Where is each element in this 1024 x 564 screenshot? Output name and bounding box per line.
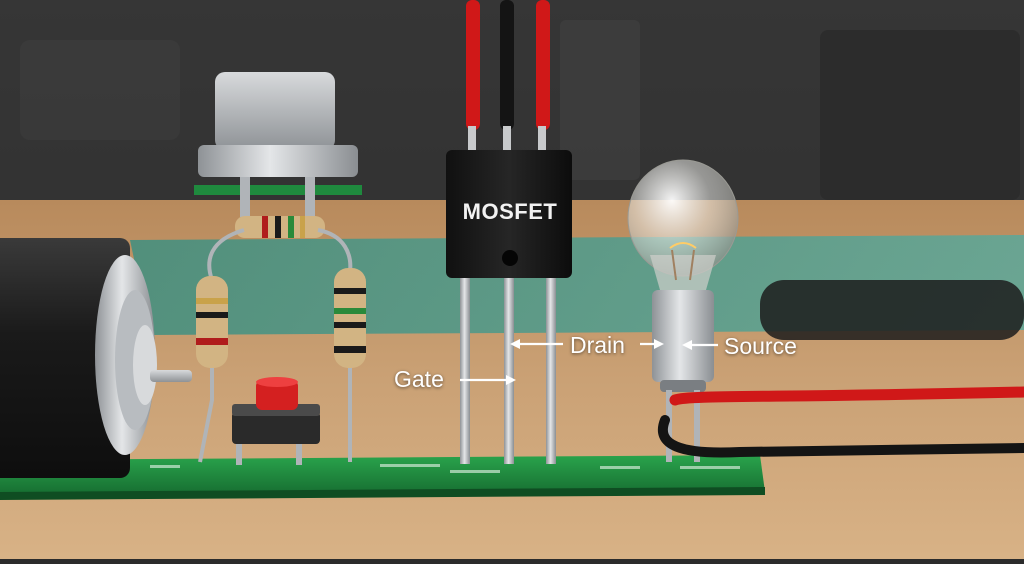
resistor-horizontal bbox=[235, 216, 325, 238]
annotation-arrows bbox=[460, 339, 718, 385]
push-button bbox=[232, 377, 320, 465]
resistor-right bbox=[317, 228, 366, 462]
bulb-wires bbox=[658, 386, 1024, 458]
crystal-oscillator bbox=[194, 72, 362, 217]
source-label: Source bbox=[724, 333, 797, 359]
drain-label: Drain bbox=[570, 332, 625, 358]
pcb-board bbox=[0, 455, 765, 498]
gate-label: Gate bbox=[394, 366, 444, 392]
mosfet-marking: MOSFET bbox=[462, 199, 558, 224]
mosfet-wires bbox=[466, 0, 550, 154]
light-bulb bbox=[627, 159, 739, 462]
battery bbox=[0, 238, 192, 478]
mosfet bbox=[446, 150, 572, 464]
resistor-left bbox=[196, 228, 245, 463]
